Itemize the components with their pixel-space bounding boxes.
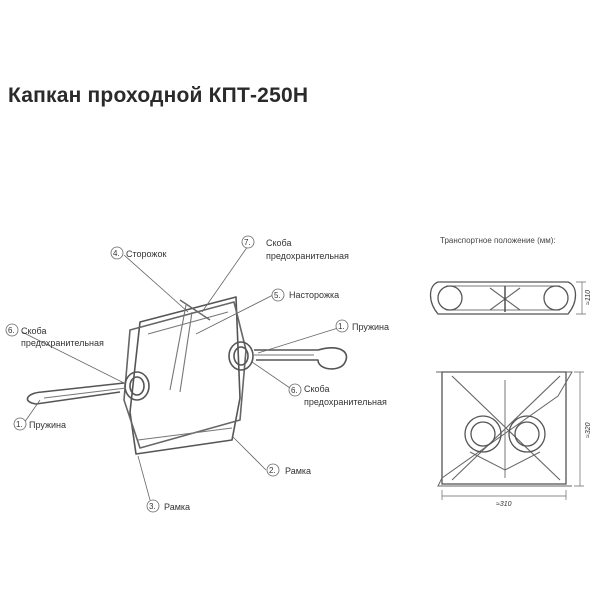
leader-6-right — [251, 361, 291, 389]
left-coil — [124, 371, 150, 401]
leader-1-right — [257, 327, 339, 354]
frame-3-wire — [123, 301, 247, 449]
label-4-text: Сторожок — [126, 249, 166, 259]
leader-2 — [231, 435, 267, 471]
dimension-side-height: ≈110 — [585, 290, 592, 305]
label-1-right-text: Пружина — [352, 322, 389, 332]
dimension-front-width: ≈310 — [496, 501, 512, 508]
dimension-front-height: ≈320 — [585, 422, 592, 438]
frame-2-wire — [129, 296, 241, 455]
label-5-text: Насторожка — [289, 290, 339, 300]
label-7-number: 7. — [244, 238, 251, 247]
label-2-text: Рамка — [285, 466, 311, 476]
left-spring — [26, 382, 125, 405]
label-4-number: 4. — [113, 249, 120, 258]
label-6-right-text-2: предохранительная — [304, 397, 387, 407]
label-6-left-text-1: Скоба — [21, 326, 47, 336]
label-3-text: Рамка — [164, 502, 190, 512]
label-6-left-number: 6. — [8, 326, 15, 335]
transport-side-view — [429, 281, 577, 315]
label-1-left-text: Пружина — [29, 420, 66, 430]
label-5-number: 5. — [274, 291, 281, 300]
label-7-text-1: Скоба — [266, 238, 292, 248]
label-6-left-text-2: предохранительная — [21, 338, 104, 348]
label-6-right-text-1: Скоба — [304, 384, 330, 394]
leader-1-left — [23, 399, 41, 424]
right-coil — [228, 341, 254, 371]
leader-3 — [137, 455, 151, 501]
label-7-text-2: предохранительная — [266, 251, 349, 261]
label-2-number: 2. — [269, 466, 276, 475]
leader-7 — [201, 245, 249, 313]
label-1-left-number: 1. — [16, 420, 23, 429]
label-6-right-number: 6. — [291, 386, 298, 395]
label-3-number: 3. — [149, 502, 156, 511]
right-spring — [254, 347, 348, 370]
label-1-right-number: 1. — [338, 322, 345, 331]
transport-position-title: Транспортное положение (мм): — [440, 236, 556, 245]
page-title: Капкан проходной КПТ-250Н — [8, 84, 309, 107]
leader-4 — [123, 254, 189, 313]
leader-6-left — [21, 331, 127, 385]
trigger-wire — [169, 304, 187, 391]
transport-front-view — [436, 371, 573, 487]
leader-5 — [195, 294, 274, 335]
